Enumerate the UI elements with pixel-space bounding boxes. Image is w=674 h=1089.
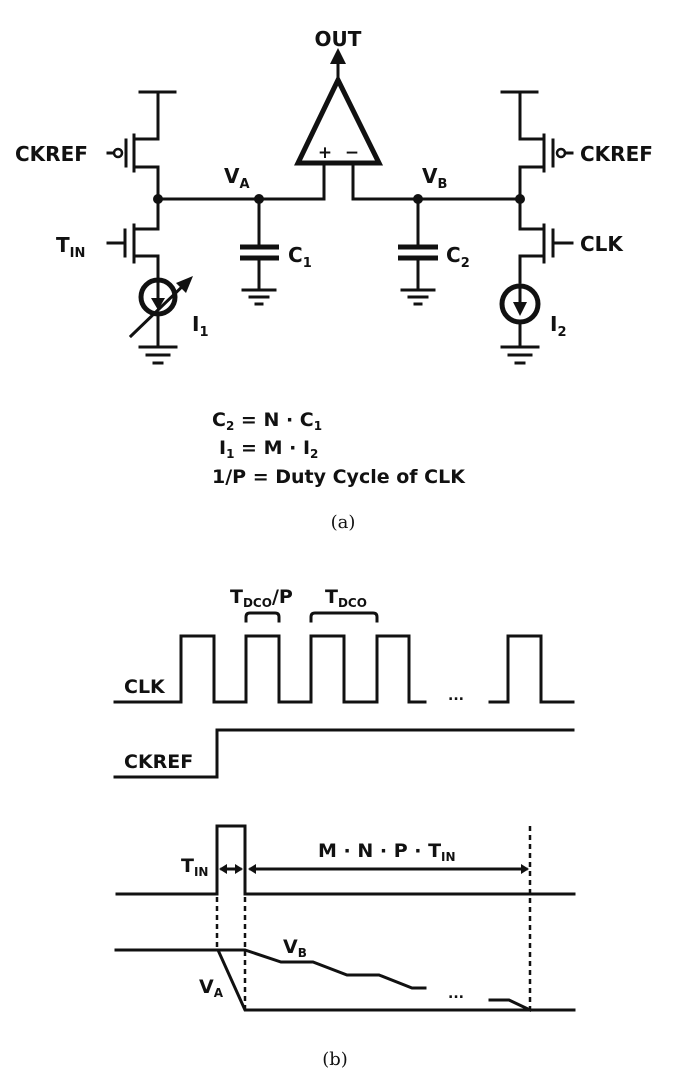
- cap-label-c2: C2: [446, 243, 470, 271]
- capacitor-c2-icon: [398, 197, 438, 291]
- vb-waveform-tail: [488, 998, 532, 1012]
- vb-waveform: [216, 948, 427, 990]
- variable-current-source-icon: [128, 276, 193, 348]
- plus-input-wire: [156, 163, 326, 201]
- pmos-gate-label-right: CKREF: [580, 142, 653, 166]
- pmos-left: [106, 133, 160, 201]
- tin-width-arrow: [219, 864, 243, 874]
- pmos-bubble-left: [112, 147, 124, 159]
- clk-ellipsis: ...: [448, 688, 464, 704]
- va-waveform: [114, 948, 576, 1012]
- caption-b: (b): [322, 1049, 348, 1070]
- circuit-schematic: OUT + − CKREF: [15, 27, 653, 365]
- ckref-waveform: [113, 728, 575, 779]
- source-label-left: I1: [192, 312, 209, 340]
- ground-icon: [400, 288, 436, 306]
- nmos-left: [106, 197, 160, 284]
- pmos-gate-label-left: CKREF: [15, 142, 88, 166]
- output-arrow-icon: [330, 48, 346, 64]
- output-label: OUT: [315, 27, 362, 51]
- tin-waveform: [115, 824, 576, 896]
- minus-input-wire: [351, 163, 522, 201]
- equation-3: 1/P = Duty Cycle of CLK: [212, 466, 466, 488]
- nmos-right: [518, 197, 574, 284]
- interval-label: M · N · P · TIN: [318, 840, 456, 864]
- equation-2: I1 = M · I2: [219, 437, 318, 461]
- left-branch: CKREF TIN I1: [15, 90, 312, 365]
- clk-label: CLK: [124, 676, 166, 698]
- plus-sign: +: [318, 143, 332, 163]
- comparator: OUT + −: [156, 27, 522, 201]
- pmos-right: [518, 133, 574, 201]
- source-label-right: I2: [550, 312, 567, 340]
- tdco-label: TDCO: [325, 586, 367, 610]
- node-label-va: VA: [224, 164, 250, 192]
- right-branch: CKREF CLK I2 V: [398, 90, 653, 365]
- clk-waveform: [113, 634, 427, 704]
- v-ellipsis: ...: [448, 986, 464, 1002]
- ground-icon: [241, 288, 277, 306]
- node-label-vb: VB: [422, 164, 447, 192]
- clk-waveform-tail: [488, 634, 575, 704]
- tdco-p-bracket: [244, 611, 281, 623]
- capacitor-c1-icon: [240, 197, 279, 291]
- ground-icon: [138, 345, 178, 365]
- pmos-source-wire-left: [132, 90, 160, 141]
- timing-diagram: CLK ... TDCO/P TDCO CKREF TIN M · N · P …: [113, 586, 576, 1012]
- pmos-bubble-right: [555, 147, 567, 159]
- nmos-gate-label-right: CLK: [580, 232, 624, 256]
- nmos-gate-label-left: TIN: [56, 233, 85, 261]
- cap-label-c1: C1: [288, 243, 312, 271]
- tdco-p-label: TDCO/P: [230, 586, 293, 610]
- interval-arrow: [248, 864, 529, 874]
- va-label: VA: [199, 976, 224, 1000]
- vb-label: VB: [283, 936, 307, 960]
- tdco-bracket: [309, 611, 379, 623]
- equations: C2 = N · C1 I1 = M · I2 1/P = Duty Cycle…: [212, 409, 466, 488]
- current-source-icon: [499, 283, 541, 348]
- ground-icon: [500, 345, 540, 365]
- comparator-triangle: [294, 74, 384, 166]
- equation-1: C2 = N · C1: [212, 409, 322, 433]
- ckref-label: CKREF: [124, 751, 193, 773]
- caption-a: (a): [331, 512, 356, 533]
- tin-label: TIN: [181, 855, 208, 879]
- minus-sign: −: [345, 143, 359, 163]
